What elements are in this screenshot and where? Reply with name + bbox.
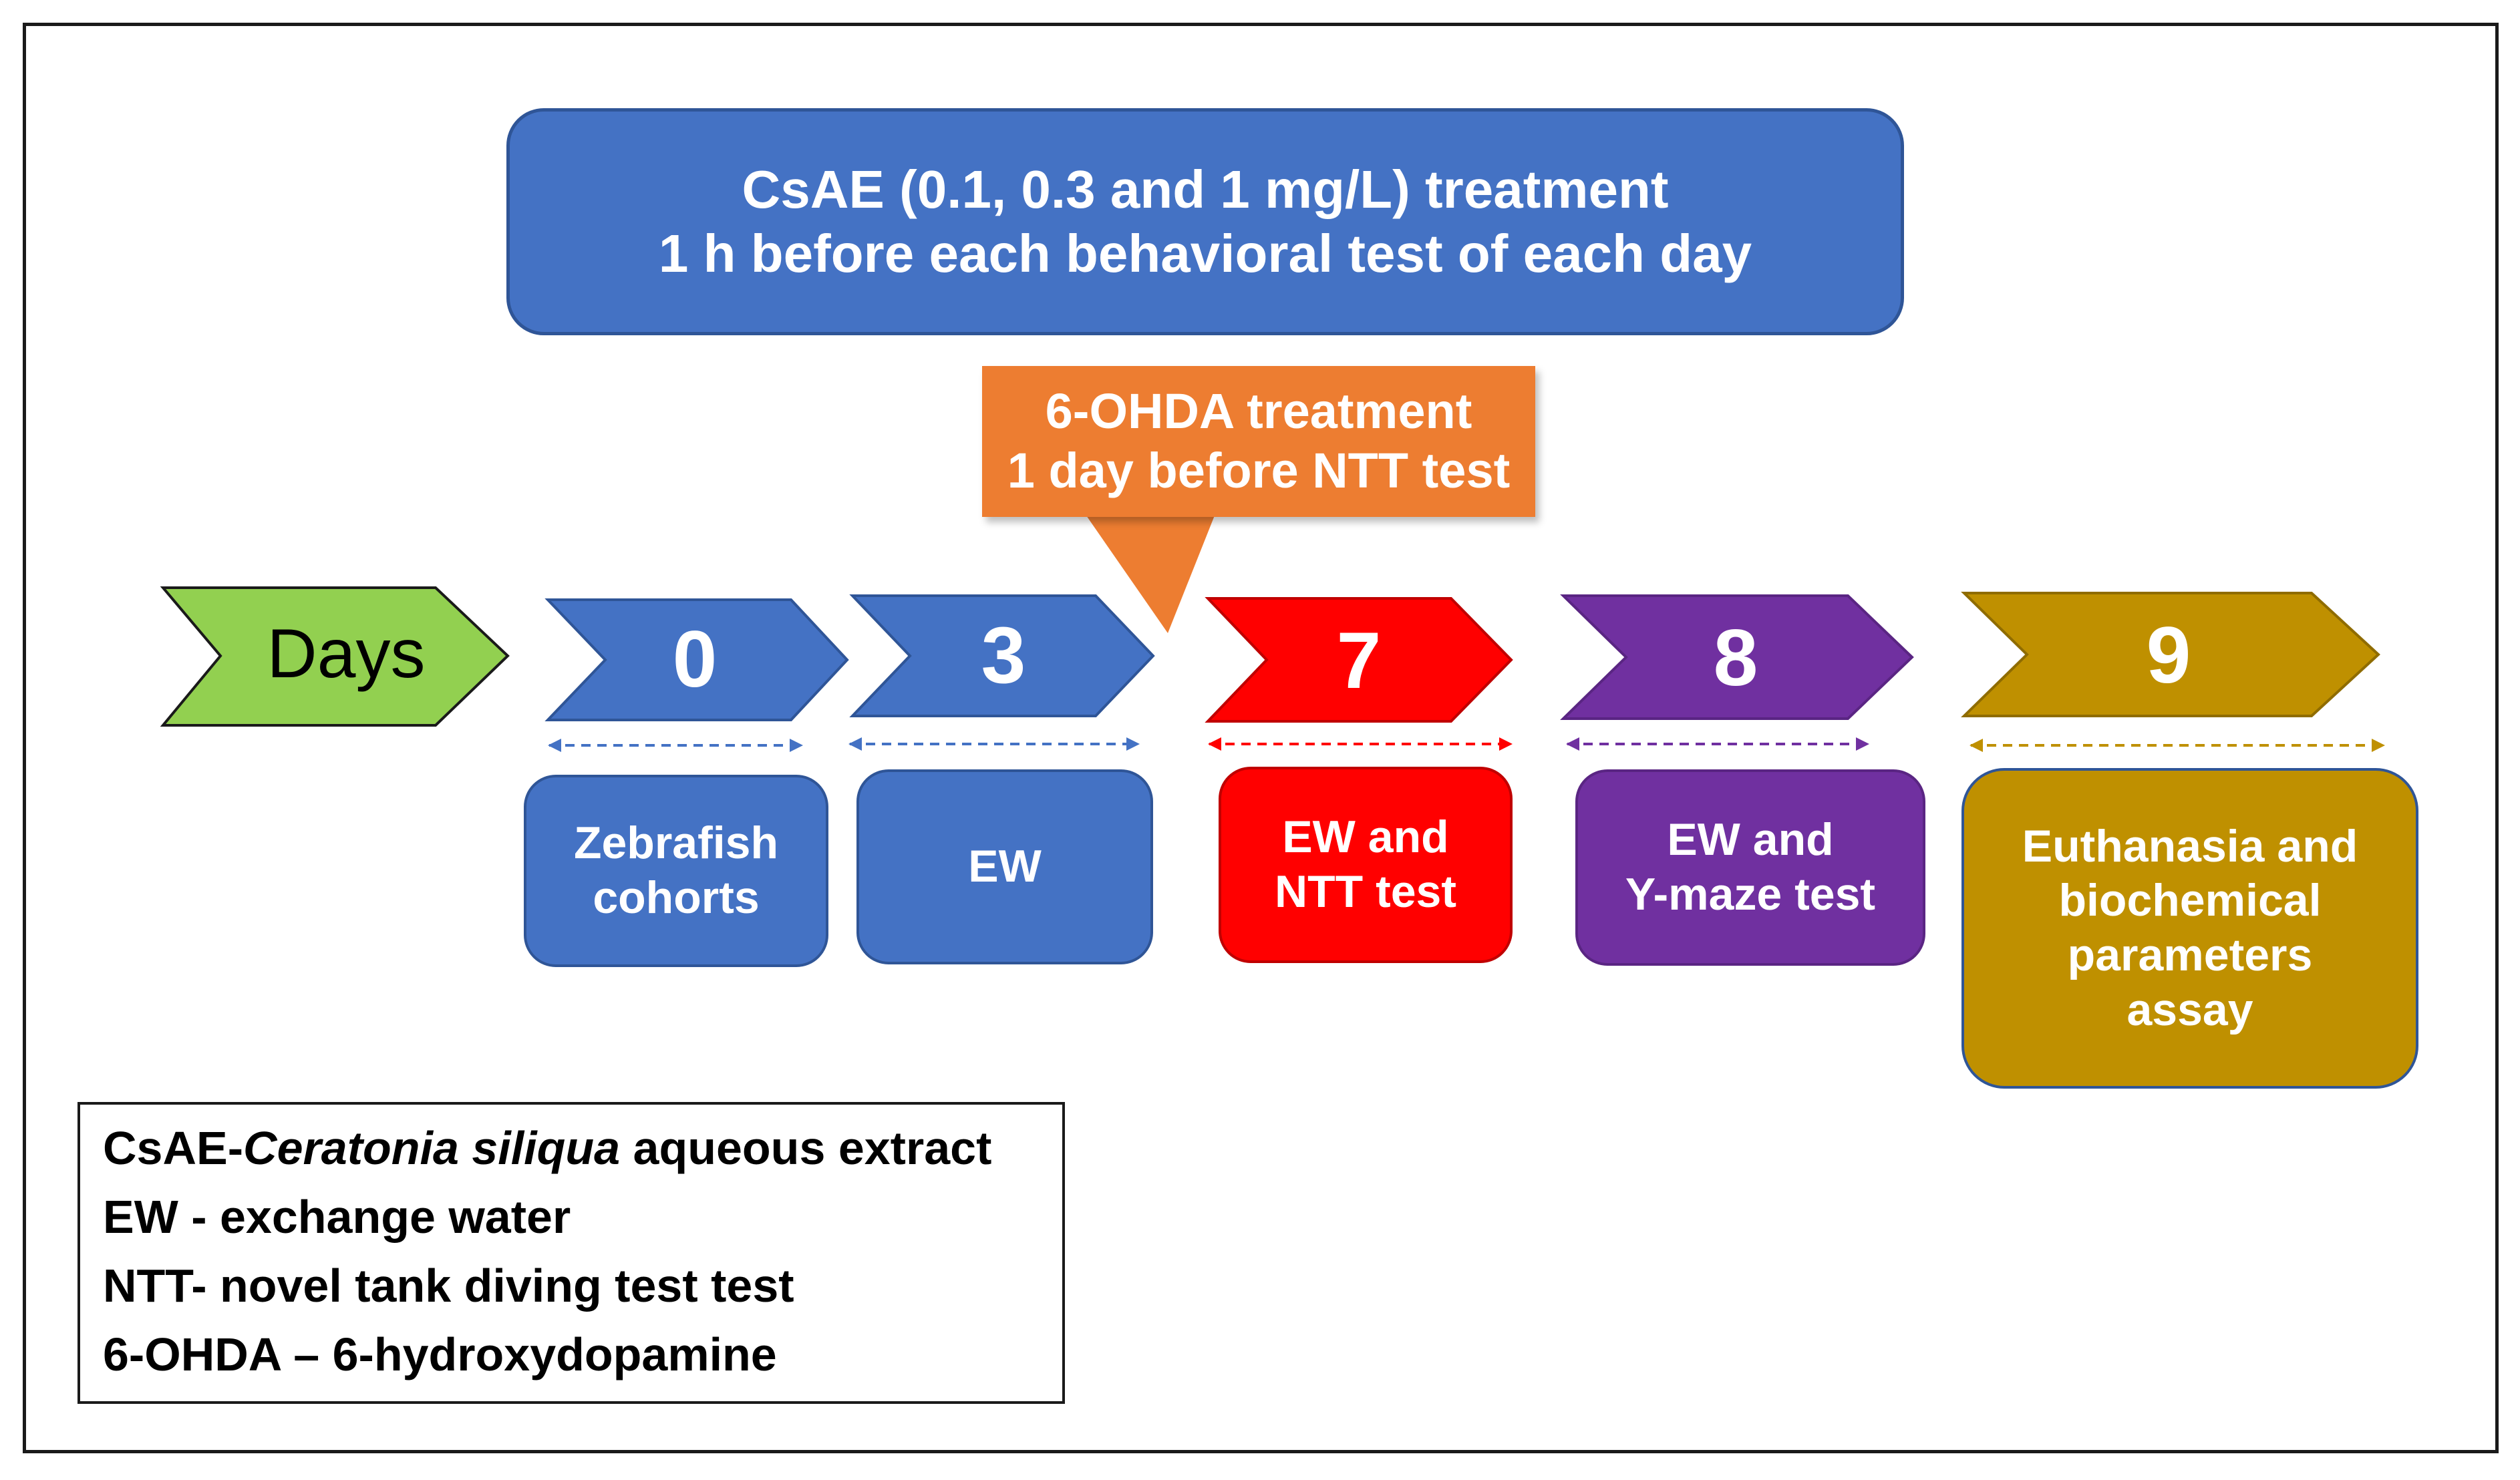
day-9-chevron bbox=[1961, 592, 2380, 717]
outer-frame bbox=[23, 23, 2499, 1453]
day-7-chevron bbox=[1205, 597, 1513, 723]
ohda-treatment-callout: 6-OHDA treatment 1 day before NTT test bbox=[982, 366, 1535, 517]
callout-line-2: 1 day before NTT test bbox=[1007, 443, 1511, 498]
day-0-event-line-2: cohorts bbox=[593, 872, 760, 923]
day-3-chevron bbox=[849, 594, 1155, 717]
legend-csae-rest: aqueous extract bbox=[633, 1122, 992, 1174]
day-8-event-box: EW and Y-maze test bbox=[1575, 769, 1925, 966]
day-0-event-box: Zebrafish cohorts bbox=[524, 775, 828, 967]
callout-pointer bbox=[1086, 516, 1215, 633]
legend-item-6-ohda: 6-OHDA – 6-hydroxydopamine bbox=[103, 1328, 777, 1380]
day-9-label: 9 bbox=[2147, 610, 2191, 700]
day-0-label: 0 bbox=[673, 614, 718, 704]
day-3-event-line-1: EW bbox=[968, 841, 1042, 892]
day-0-chevron bbox=[544, 598, 849, 721]
day-9-event-box: Euthanasia and biochemical parameters as… bbox=[1961, 768, 2418, 1089]
banner-line-1: CsAE (0.1, 0.3 and 1 mg/L) treatment bbox=[742, 160, 1669, 219]
day-9-event-line-3: parameters bbox=[2067, 930, 2313, 980]
legend-item-ew: EW - exchange water bbox=[103, 1190, 571, 1243]
legend-csae-abbr: CsAE- bbox=[103, 1122, 244, 1174]
abbreviation-legend: CsAE-Ceratonia siliqua aqueous extract E… bbox=[77, 1102, 1065, 1404]
day-8-label: 8 bbox=[1714, 613, 1758, 703]
day-7-event-line-2: NTT test bbox=[1275, 866, 1456, 917]
day-9-event-line-1: Euthanasia and bbox=[2022, 820, 2358, 872]
day-9-event-line-2: biochemical bbox=[2058, 875, 2322, 926]
legend-csae-species: Ceratonia siliqua bbox=[243, 1122, 621, 1174]
day-8-chevron bbox=[1560, 594, 1914, 720]
days-chevron bbox=[160, 586, 510, 727]
day-8-event-line-1: EW and bbox=[1667, 814, 1834, 866]
day-7-event-box: EW and NTT test bbox=[1219, 767, 1513, 963]
day-7-label: 7 bbox=[1337, 616, 1382, 705]
day-0-event-line-1: Zebrafish bbox=[573, 817, 779, 869]
csae-treatment-banner: CsAE (0.1, 0.3 and 1 mg/L) treatment 1 h… bbox=[506, 108, 1904, 335]
day-8-event-line-2: Y-maze test bbox=[1625, 869, 1876, 920]
day-9-event-line-4: assay bbox=[2127, 984, 2253, 1035]
banner-line-2: 1 h before each behavioral test of each … bbox=[658, 224, 1752, 283]
legend-item-ntt: NTT- novel tank diving test test bbox=[103, 1259, 794, 1312]
days-label: Days bbox=[267, 615, 426, 693]
legend-item-csae: CsAE-Ceratonia siliqua aqueous extract bbox=[103, 1114, 1040, 1183]
day-3-event-box: EW bbox=[856, 769, 1153, 964]
day-7-event-line-1: EW and bbox=[1282, 811, 1449, 863]
callout-line-1: 6-OHDA treatment bbox=[1045, 383, 1472, 439]
day-3-label: 3 bbox=[981, 610, 1026, 700]
